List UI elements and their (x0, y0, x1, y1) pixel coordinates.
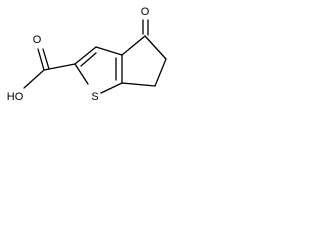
hydroxyl-label: HO (7, 91, 24, 103)
bond-cooh-o (37, 48, 45, 71)
sulfur-atom-label: S (91, 91, 98, 103)
ketone-oxygen-label: O (141, 6, 150, 18)
bond-c6a-s (100, 82, 123, 94)
bond-cooh-oh (23, 69, 45, 89)
bond-c5-c6 (154, 58, 167, 87)
bond-c3a-c4 (121, 35, 146, 56)
chemical-structure-diagram: S O O HO (7, 6, 167, 103)
bond-s-c2 (74, 63, 89, 85)
bond-c4-c5 (144, 35, 167, 60)
bond-c2-c3-double (80, 52, 97, 67)
bond-c3-c3a (95, 46, 123, 56)
bond-c2-c3 (74, 46, 97, 65)
carbonyl-oxygen-label: O (33, 34, 42, 46)
bond-c6-c6a (121, 82, 156, 87)
bond-cooh-o-double (42, 48, 50, 70)
